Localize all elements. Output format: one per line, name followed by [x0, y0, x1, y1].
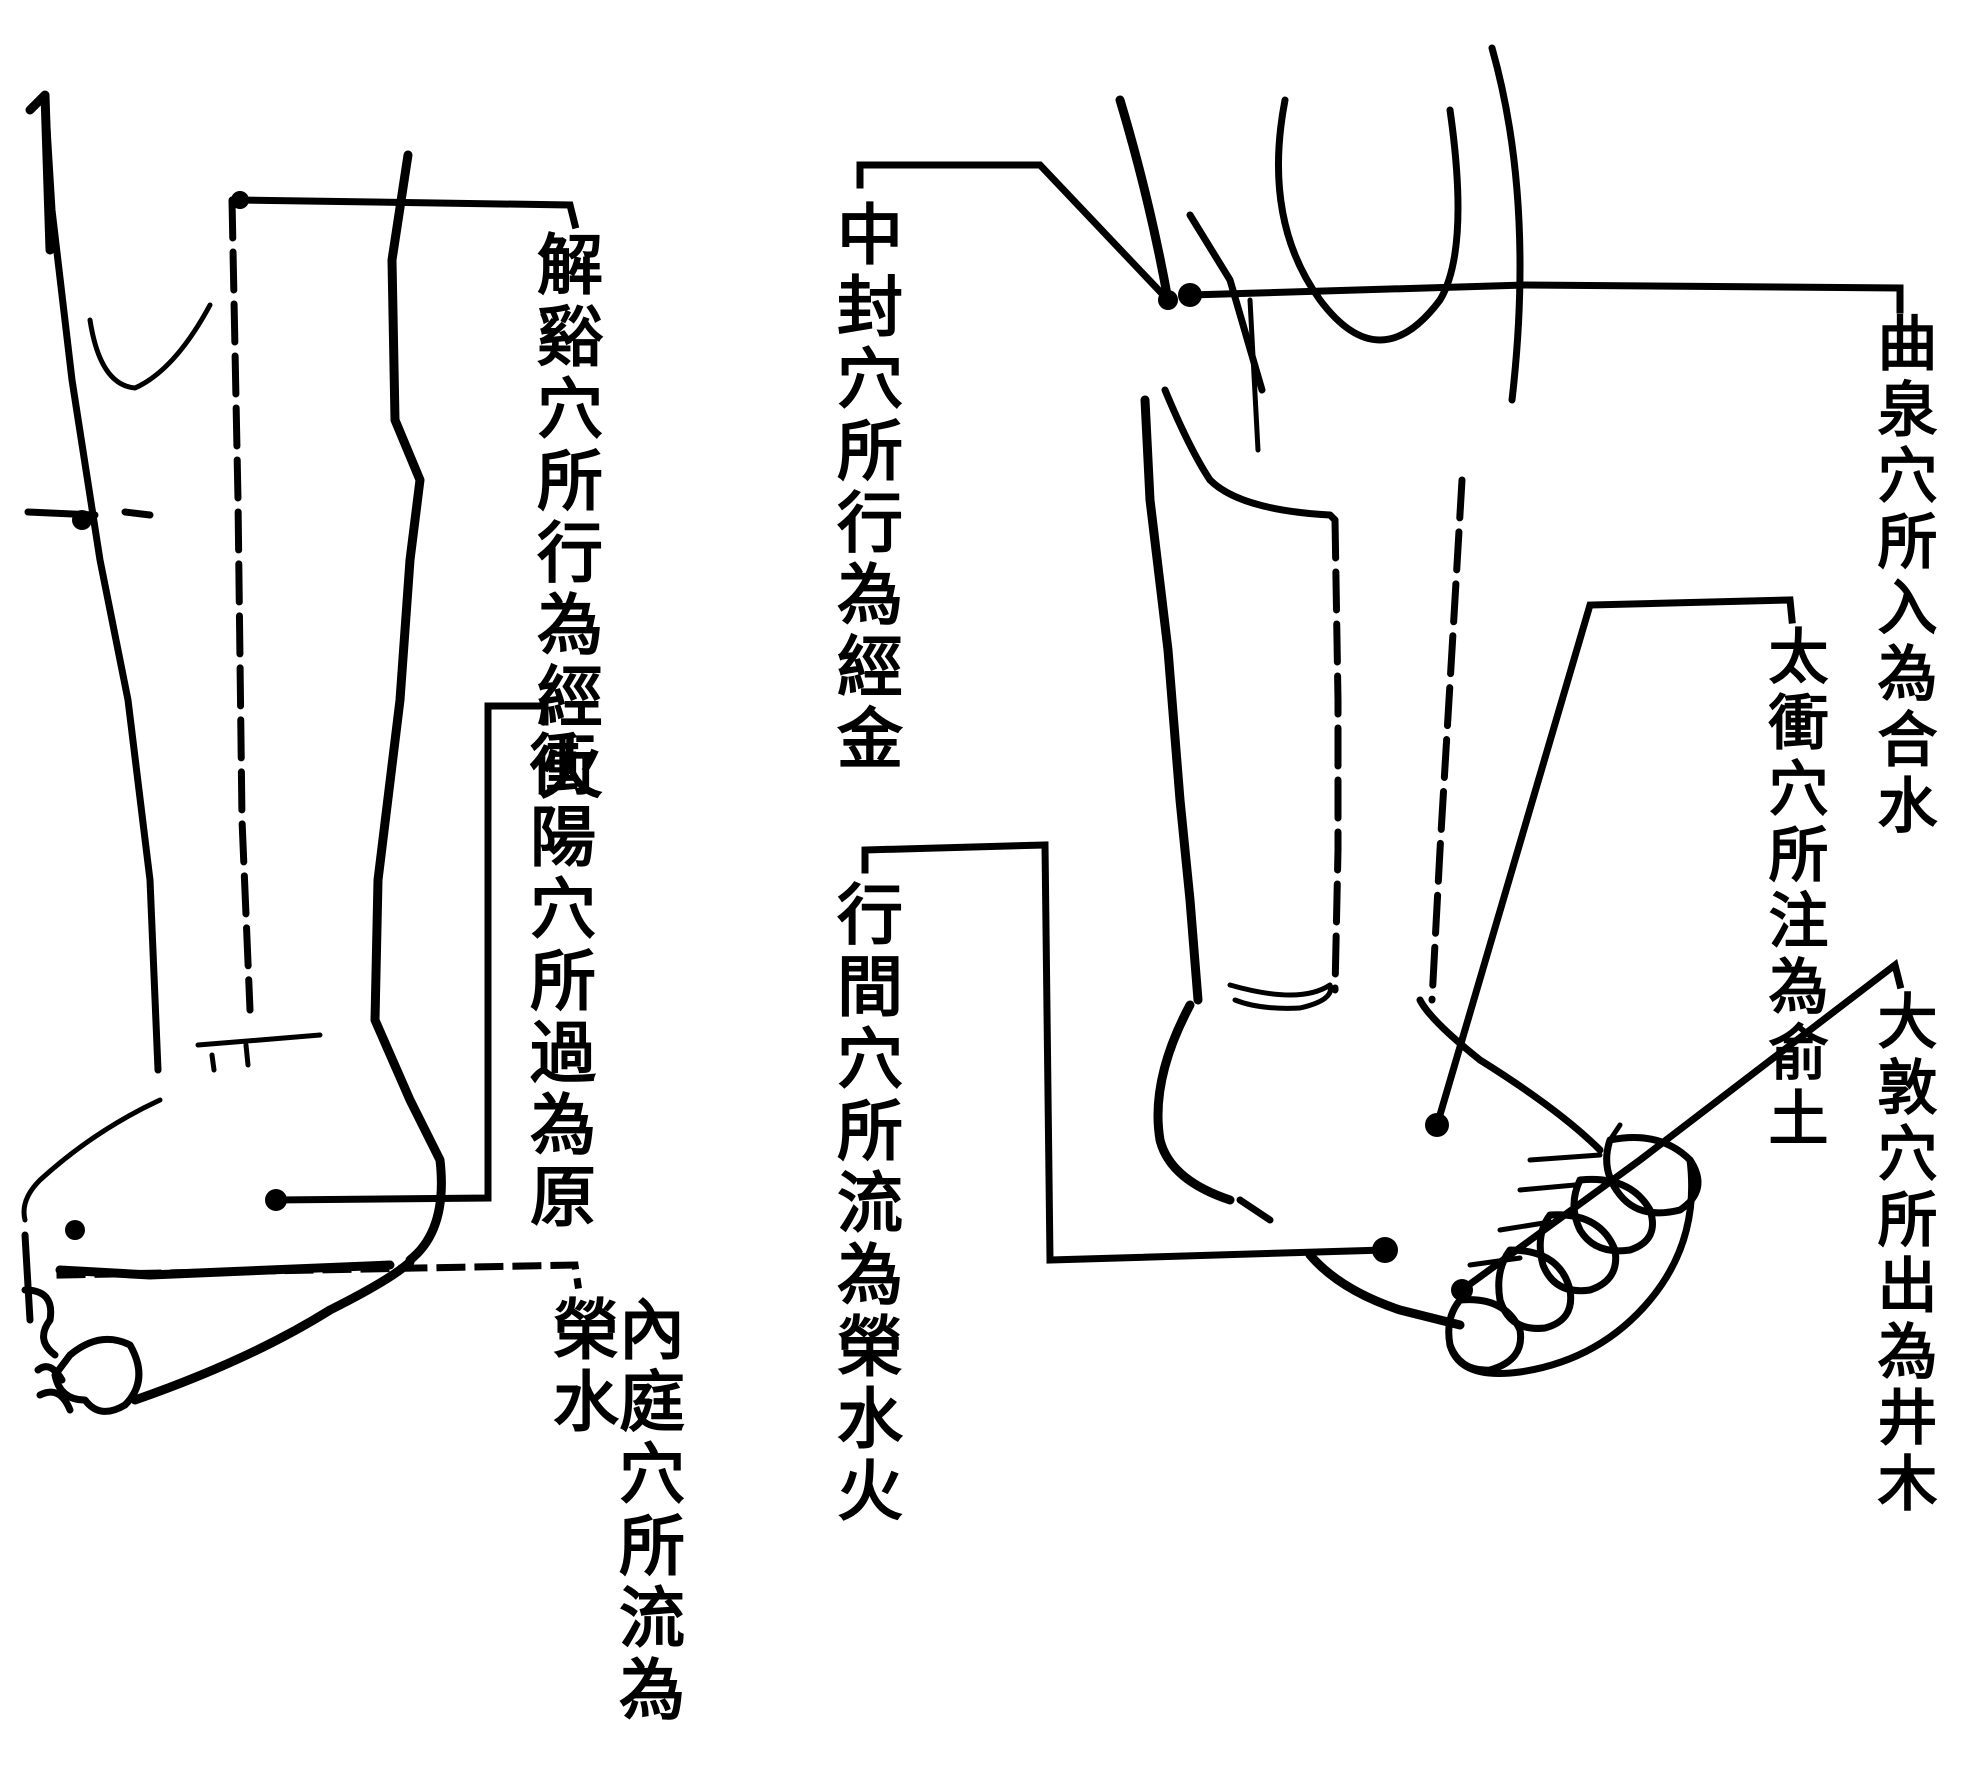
right-shin-front: [1335, 520, 1338, 990]
label-ququan: 曲泉穴所入為合水: [1872, 312, 1932, 840]
left-foot-dorsum: [135, 1262, 410, 1400]
taichong-leader: [1437, 600, 1792, 1125]
left-heel-line: [24, 1100, 160, 1220]
left-leg-inner-line: [232, 200, 250, 1010]
jiexi-leader: [240, 200, 575, 225]
label-neiting: 內庭穴所流為榮水: [548, 1295, 680, 1781]
right-heel-back: [1240, 1200, 1270, 1220]
left-ankle-marks: [198, 1035, 320, 1070]
label-chongyang: 衝陽穴所過為原: [525, 730, 591, 1234]
left-shin-outline: [375, 155, 441, 1260]
right-foot-drawing: [860, 48, 1900, 1373]
right-shin-center: [1432, 480, 1462, 1000]
zhongfeng-leader: [860, 165, 1168, 300]
left-leg-back-outline: [45, 95, 158, 1070]
label-dadun: 大敦穴所出為井木: [1872, 990, 1932, 1518]
xingjian-leader: [865, 845, 1385, 1260]
right-toe-outline: [1450, 1160, 1692, 1373]
right-heel-outline: [1158, 1005, 1230, 1200]
right-ankle-bump: [1230, 985, 1331, 1008]
left-calf-contour: [90, 305, 210, 388]
left-leg-back-mark: [30, 95, 50, 250]
label-zhongfeng: 中封穴所行為經金: [832, 200, 898, 776]
right-toes: [1449, 1125, 1698, 1373]
right-knee-fold: [1165, 390, 1335, 520]
label-jiexi: 解谿穴所行為經火: [532, 230, 598, 806]
right-thigh-line-1: [1278, 100, 1458, 340]
right-shin-back: [1145, 400, 1198, 1000]
label-taichong: 太衝穴所注為俞土: [1763, 625, 1823, 1153]
right-foot-sole: [1310, 1255, 1460, 1325]
left-point-leg-tick: [28, 512, 150, 515]
left-toe-lines: [25, 1235, 70, 1410]
label-xingjian: 行間穴所流為榮水火: [832, 880, 898, 1528]
chongyang-leader: [276, 706, 545, 1200]
right-thigh-line-2: [1492, 48, 1520, 400]
ququan-leader: [1190, 285, 1900, 310]
left-foot-drawing: [24, 95, 578, 1411]
neiting-point: [65, 1220, 85, 1240]
